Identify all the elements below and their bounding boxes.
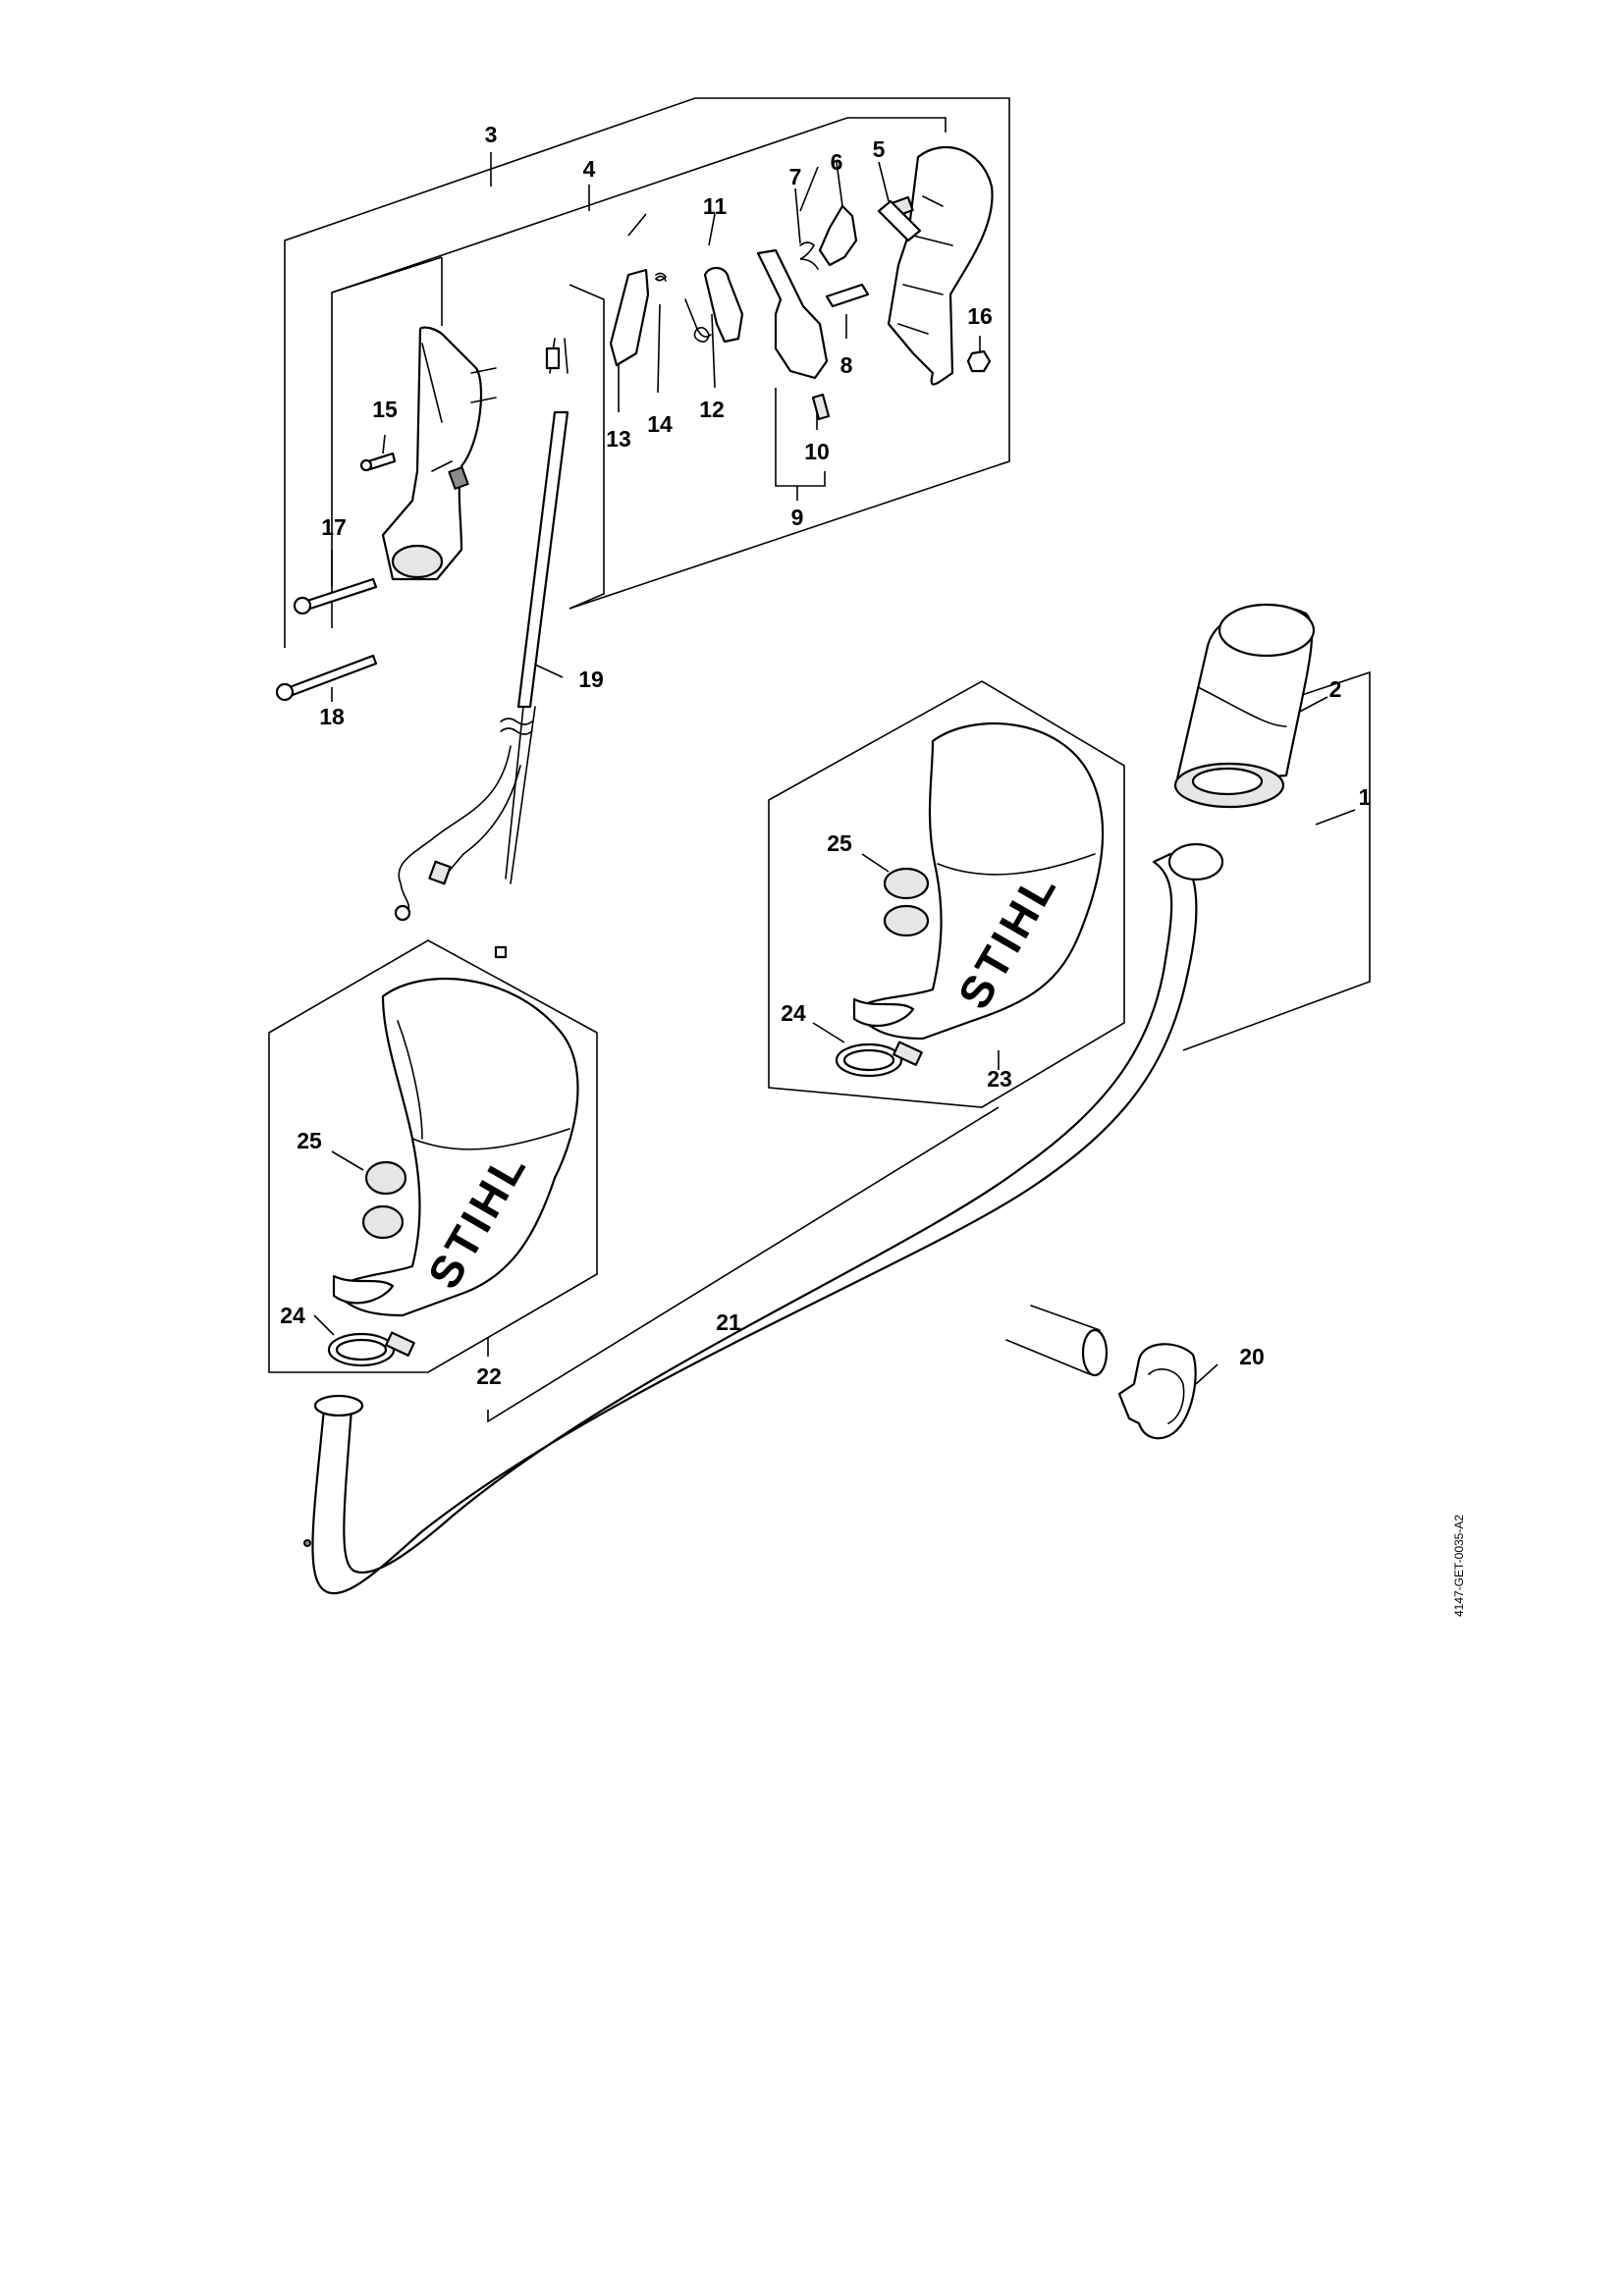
- tube-clamp: [1117, 1343, 1197, 1440]
- callout-17: 17: [321, 514, 347, 540]
- long-screw-18: [288, 654, 378, 697]
- callout-24-right: 24: [781, 1000, 806, 1026]
- tube-sketch: [1030, 1305, 1101, 1331]
- hand-guard-right: STIHL: [852, 721, 1105, 1041]
- callout-4: 4: [583, 156, 596, 182]
- callout-21: 21: [716, 1309, 741, 1335]
- plug-right-upper: [883, 867, 930, 900]
- callout-9: 9: [791, 505, 804, 530]
- handlebar-tube-end: [1167, 842, 1224, 881]
- callout-11: 11: [703, 193, 728, 219]
- torsion-spring-7: [799, 241, 819, 270]
- small-spring: [654, 272, 668, 282]
- callout-24-left: 24: [280, 1303, 305, 1328]
- throttle-cable: [394, 338, 569, 959]
- group-3-bracket: [284, 97, 1010, 648]
- torsion-spring-12: [684, 298, 712, 343]
- group-23-frame: [768, 680, 1125, 1108]
- callout-6: 6: [831, 149, 843, 175]
- group-22-frame: [268, 939, 598, 1373]
- housing-left-half: [381, 326, 483, 581]
- callout-19: 19: [578, 667, 604, 692]
- lever-arm: [703, 266, 744, 344]
- callout-25-right: 25: [827, 830, 852, 856]
- callout-12: 12: [699, 397, 725, 422]
- long-screw-17: [305, 577, 378, 611]
- hand-guard-left: STIHL: [332, 977, 579, 1317]
- group-9-bracket: [775, 388, 826, 487]
- hose-clamp-left: [327, 1331, 415, 1367]
- housing-right-half: [887, 145, 994, 386]
- callout-16: 16: [967, 303, 993, 329]
- throttle-lever: [756, 248, 829, 380]
- pin: [825, 283, 870, 308]
- callout-25-left: 25: [297, 1128, 322, 1153]
- callout-10: 10: [804, 439, 830, 464]
- callout-8: 8: [840, 352, 853, 378]
- callout-5: 5: [873, 136, 886, 162]
- plug-left-upper: [364, 1160, 407, 1196]
- compression-spring: [811, 393, 831, 421]
- group-1-bracket: [1182, 670, 1371, 1051]
- callout-13: 13: [606, 426, 631, 452]
- callout-15: 15: [372, 397, 398, 422]
- hex-nut: [966, 349, 992, 373]
- plug-left-lower: [361, 1204, 405, 1240]
- hose-clamp-right: [835, 1041, 923, 1078]
- callout-1: 1: [1359, 784, 1372, 810]
- group-21-bracket: [487, 1106, 1000, 1423]
- plug-right-lower: [883, 904, 930, 937]
- callout-18: 18: [319, 704, 345, 729]
- group-4-bracket: [331, 117, 947, 587]
- callout-14: 14: [647, 411, 673, 437]
- callout-3: 3: [485, 122, 498, 147]
- callout-23: 23: [987, 1066, 1012, 1092]
- callout-20: 20: [1239, 1344, 1265, 1369]
- screw-15: [366, 452, 397, 471]
- callout-7: 7: [789, 164, 802, 189]
- throttle-trigger: [818, 204, 858, 267]
- drawing-reference-code: 4147-GET-0035-A2: [1452, 1515, 1466, 1617]
- callout-2: 2: [1329, 676, 1342, 702]
- stop-slide: [609, 268, 650, 367]
- callout-22: 22: [476, 1363, 502, 1389]
